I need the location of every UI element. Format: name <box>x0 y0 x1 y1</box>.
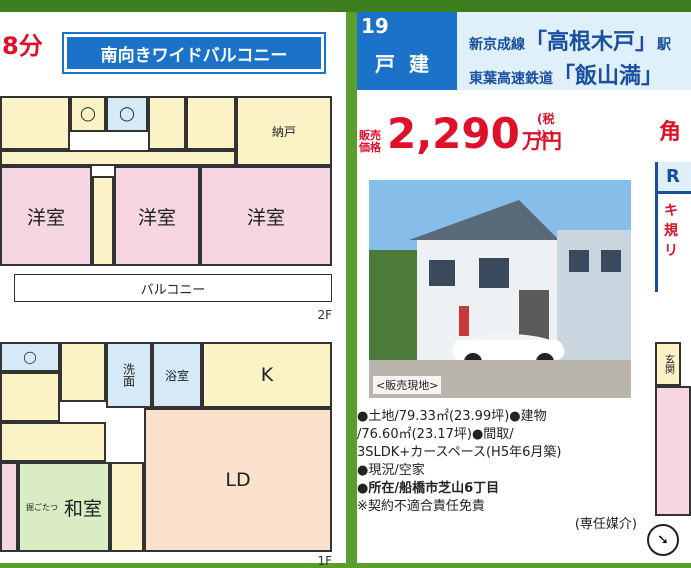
detail-line: ●現況/空家 <box>357 463 425 478</box>
balcony: バルコニー <box>14 274 332 302</box>
corridor-1f <box>60 342 106 402</box>
property-number: 19 <box>361 14 389 38</box>
station-line-1: 新京成線「高根木戸」駅 <box>469 24 671 56</box>
floor-label-1f: 1F <box>317 554 332 568</box>
line1-prefix: 新京成線 <box>469 37 525 53</box>
detail-line: /76.60㎡(23.17坪)●間取/ <box>357 427 514 442</box>
line2-station: 「飯山満」 <box>553 64 664 89</box>
property-number-block: 19 戸建 <box>357 12 457 90</box>
toilet-1f: ◯ <box>0 342 60 372</box>
price-unit: 万円 <box>521 129 562 153</box>
western-room-3-label: 洋室 <box>246 206 285 229</box>
closet-b <box>186 96 236 150</box>
western-room-2-label: 洋室 <box>137 206 176 229</box>
washbasin-2f: ◯ <box>106 96 148 132</box>
kitchen-label: K <box>260 364 274 386</box>
address-line: ●所在/船橋市芝山6丁目 <box>357 481 500 496</box>
property-details: ●土地/79.33㎡(23.99坪)●建物 /76.60㎡(23.17坪)●間取… <box>357 408 647 534</box>
property-type: 戸建 <box>375 52 443 76</box>
side-floor-plan: 玄関 <box>655 342 691 517</box>
right-property-panel: 19 戸建 新京成線「高根木戸」駅 東葉高速鉄道「飯山満」 販売価格 2,290… <box>357 12 691 563</box>
entrance-label: 玄関 <box>662 354 674 374</box>
japanese-room-label: 和室 <box>63 497 102 520</box>
stairs-1f <box>0 372 60 422</box>
toilet-icon: ◯ <box>80 106 96 122</box>
detail-line: ●土地/79.33㎡(23.99坪)●建物 <box>357 409 547 424</box>
kitchen: K <box>202 342 332 408</box>
left-room-1f <box>0 462 18 552</box>
kotatsu-label: 掘ごたつ <box>25 502 58 512</box>
price-label: 販売価格 <box>359 129 381 154</box>
floor-label-2f: 2F <box>317 308 332 322</box>
side-box-label: R <box>658 162 691 194</box>
side-red-line: キ <box>664 203 678 219</box>
storage-label: 納戸 <box>271 124 296 139</box>
balcony-label: バルコニー <box>140 282 206 298</box>
top-green-band <box>0 0 691 12</box>
side-red-line: リ <box>664 243 678 259</box>
washroom: 洗面 <box>106 342 152 408</box>
western-room-2: 洋室 <box>114 166 200 266</box>
side-info-box: R キ 規 リ <box>655 162 691 292</box>
storage-room: 納戸 <box>236 96 332 166</box>
detail-line: 3SLDK+カースペース(H5年6月築) <box>357 445 562 460</box>
western-room-1: 洋室 <box>0 166 92 266</box>
toilet-icon-2: ◯ <box>119 106 135 122</box>
stairs-area <box>0 96 70 150</box>
balcony-banner-text: 南向きワイドバルコニー <box>100 45 288 66</box>
line2-prefix: 東葉高速鉄道 <box>469 71 553 87</box>
bathroom-label: 浴室 <box>164 368 189 383</box>
side-red-line: 規 <box>664 223 678 239</box>
living-dining-label: LD <box>225 469 251 491</box>
line1-station: 「高根木戸」 <box>525 30 658 55</box>
balcony-banner: 南向きワイドバルコニー <box>62 32 326 74</box>
washroom-label: 洗面 <box>121 363 136 387</box>
living-dining: LD <box>144 408 332 552</box>
floor-plan-1f: ◯ 洗面 浴室 K 掘ごたつ 和室 LD 1F <box>0 342 332 568</box>
price-value: 2,290 <box>387 109 520 158</box>
side-room <box>655 386 691 516</box>
side-entrance: 玄関 <box>655 342 681 386</box>
hallway-2f <box>0 150 236 166</box>
closet-center <box>92 176 114 266</box>
photo-caption: <販売現地> <box>373 376 442 394</box>
tax-note: (税込) <box>537 112 555 143</box>
disclaimer-line: ※契約不適合責任免責 <box>357 499 485 514</box>
house-photo-illustration <box>369 180 631 398</box>
property-photo: <販売現地> <box>369 180 631 398</box>
left-property-panel: 8分 南向きワイドバルコニー ◯ ◯ 納戸 洋室 洋室 洋室 バルコニー 2F … <box>0 12 346 568</box>
price-block: 販売価格 2,290 (税込) 万円 <box>359 109 562 158</box>
bathroom: 浴室 <box>152 342 202 408</box>
header-bar: 19 戸建 新京成線「高根木戸」駅 東葉高速鉄道「飯山満」 <box>357 12 691 90</box>
toilet-2f: ◯ <box>70 96 106 132</box>
toilet-icon-1f: ◯ <box>23 350 37 364</box>
broker-type: (専任媒介) <box>574 517 637 532</box>
walk-minutes: 8分 <box>2 32 43 60</box>
closet-1f <box>110 462 144 552</box>
entrance-hall <box>0 422 106 462</box>
japanese-room: 掘ごたつ 和室 <box>18 462 110 552</box>
western-room-1-label: 洋室 <box>26 206 65 229</box>
compass-icon: ➘ <box>647 524 679 556</box>
side-red-text: 角 <box>659 120 682 145</box>
floor-plan-2f: ◯ ◯ 納戸 洋室 洋室 洋室 バルコニー 2F <box>0 96 332 328</box>
line1-suffix: 駅 <box>657 37 672 53</box>
closet-a <box>148 96 186 150</box>
station-line-2: 東葉高速鉄道「飯山満」 <box>469 58 663 90</box>
western-room-3: 洋室 <box>200 166 332 266</box>
